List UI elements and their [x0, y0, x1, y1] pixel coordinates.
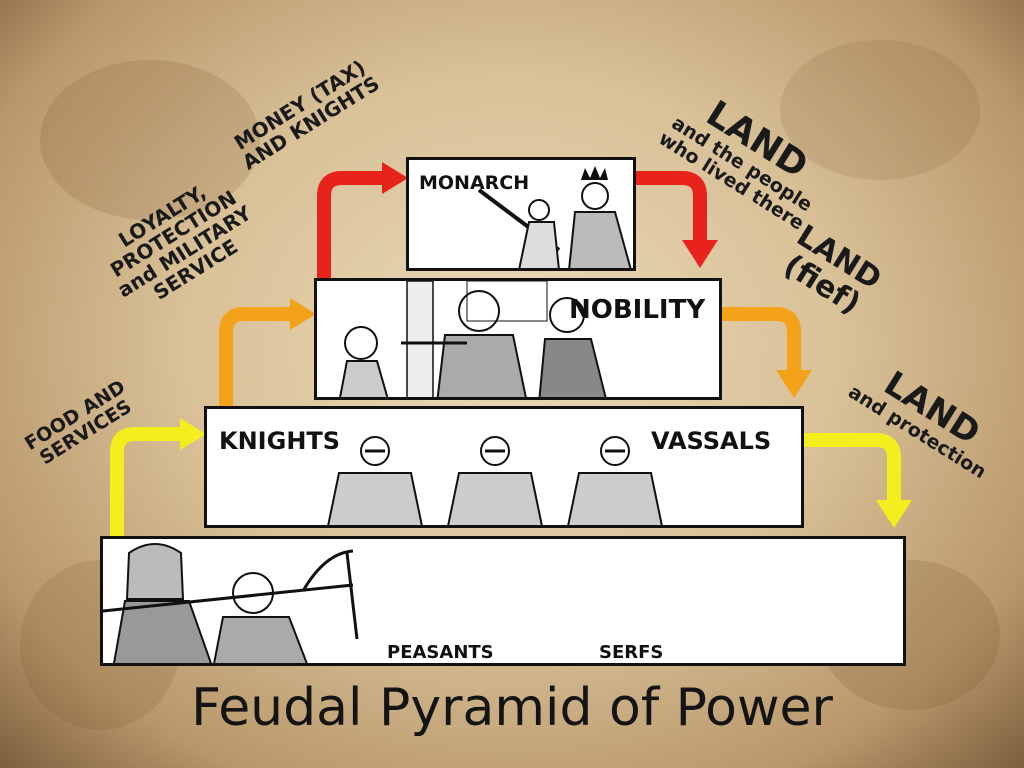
nobility-label: NOBILITY — [569, 295, 706, 325]
peasants-box: PEASANTS SERFS — [100, 536, 906, 666]
monarch-illustration — [477, 166, 632, 268]
knights-label: KNIGHTS — [219, 427, 341, 455]
peasants-illustration — [103, 543, 359, 663]
nobility-box: NOBILITY — [314, 278, 722, 400]
knight-figure-2 — [447, 436, 543, 525]
loyalty-arrow — [219, 307, 292, 408]
vassals-label: VASSALS — [651, 427, 772, 455]
monarch-box: MONARCH — [406, 157, 636, 271]
food-arrowhead — [180, 418, 206, 450]
nobility-illustration — [339, 281, 607, 397]
peasants-label: PEASANTS — [387, 642, 494, 663]
land-fief-arrow — [722, 307, 801, 372]
land-people-arrowhead — [682, 240, 718, 268]
land-protection-arrowhead — [876, 500, 912, 528]
knights-illustration — [327, 436, 663, 525]
money-arrow — [317, 171, 384, 278]
land-protection-arrow — [804, 433, 901, 502]
knight-figure-1 — [327, 436, 423, 525]
land-fief-arrowhead — [776, 370, 812, 398]
knights-box: KNIGHTS VASSALS — [204, 406, 804, 528]
knight-figure-3 — [567, 436, 663, 525]
serfs-label: SERFS — [599, 642, 664, 663]
page-title: Feudal Pyramid of Power — [191, 678, 833, 738]
monarch-label: MONARCH — [419, 172, 530, 194]
land-people-arrow — [636, 171, 707, 242]
loyalty-arrowhead — [290, 298, 316, 330]
money-arrowhead — [382, 162, 408, 194]
food-arrow — [110, 427, 182, 538]
